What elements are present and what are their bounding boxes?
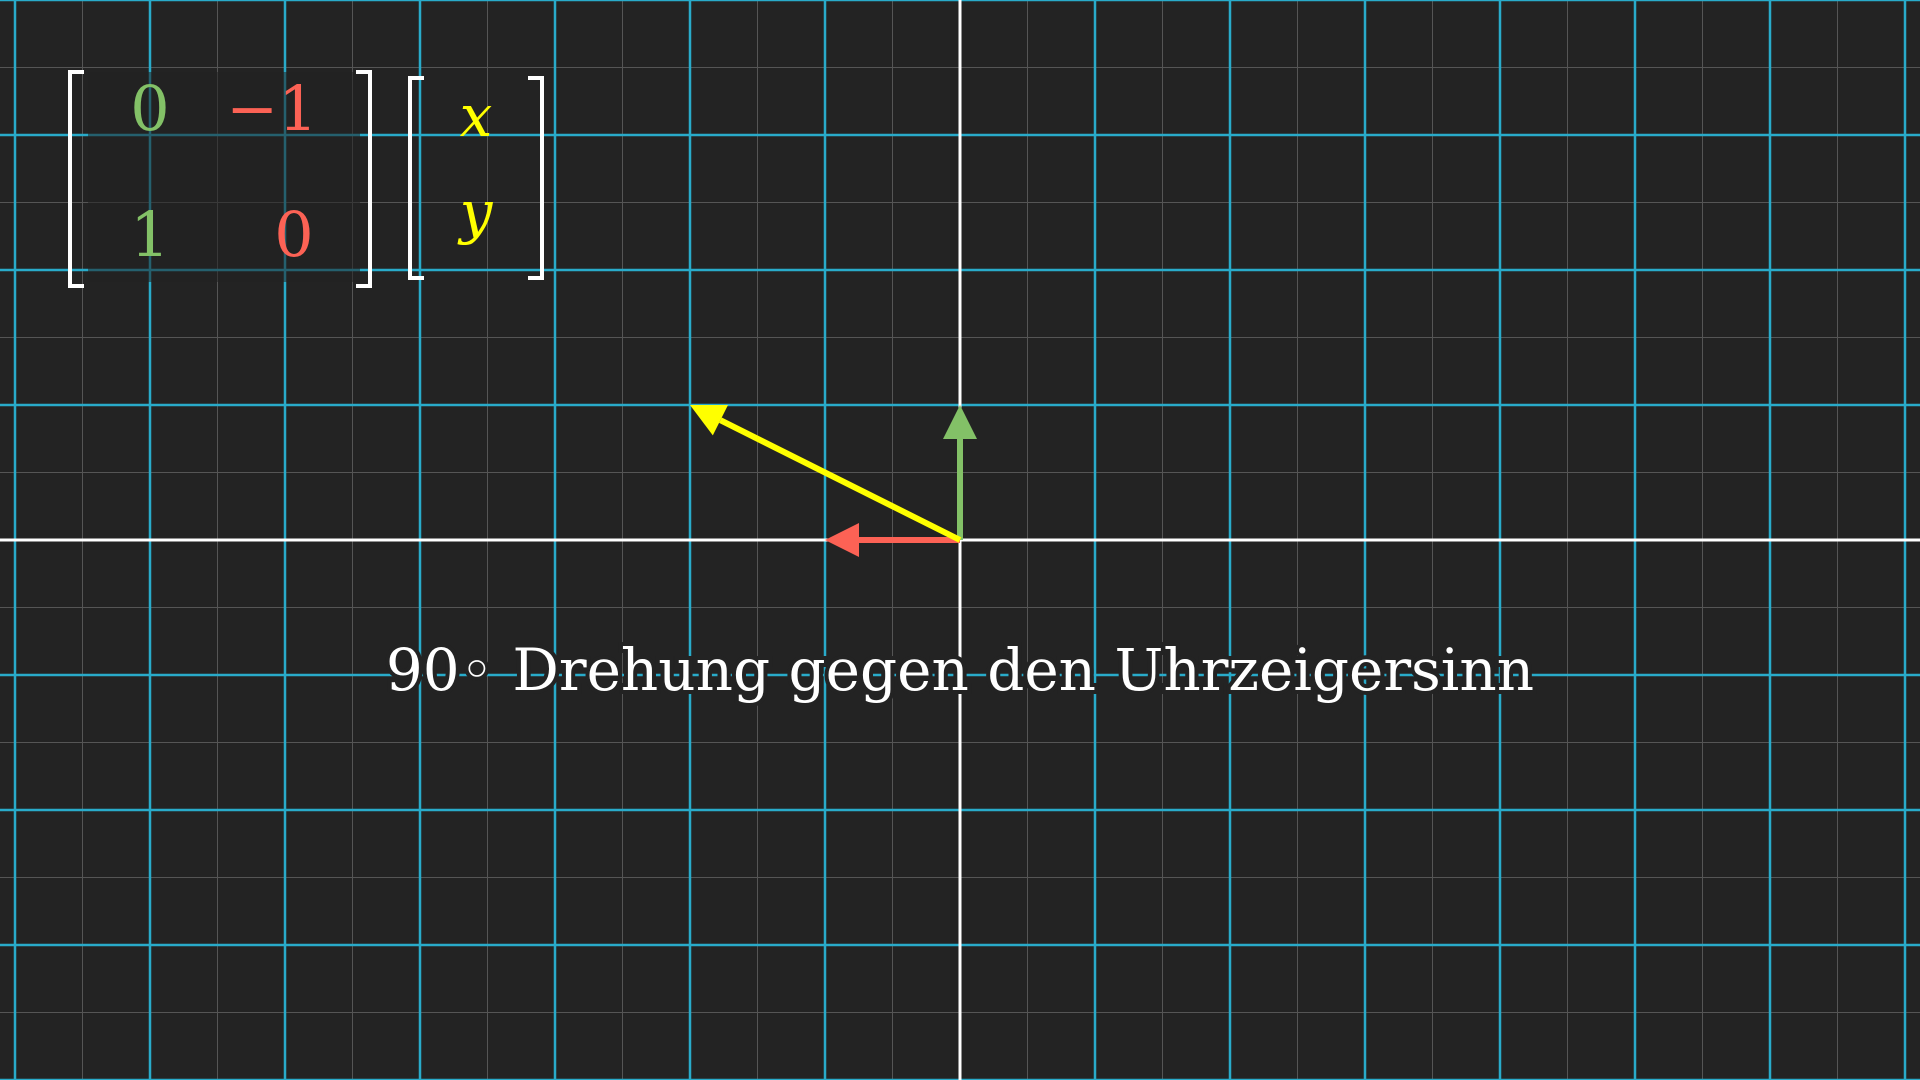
input-vector-shaft [719, 417, 962, 543]
vector-left-bracket [408, 76, 424, 280]
j-hat-tip [825, 523, 859, 557]
vector-right-bracket [528, 76, 544, 280]
vectors [690, 405, 977, 557]
i-hat-tip [943, 405, 977, 439]
input-vector-tip [690, 405, 729, 436]
matrix-entry-c: 1 [130, 198, 169, 271]
input-vector-arrow [690, 405, 962, 543]
vector-entry-y: y [457, 178, 494, 246]
matrix-entry-d: 0 [274, 198, 313, 271]
transformation-matrix: 0 −1 1 0 [68, 70, 372, 288]
j-hat-arrow [825, 523, 960, 557]
matrix-left-bracket [68, 70, 84, 288]
input-vector-column: x y [408, 76, 544, 280]
vector-entry-x: x [460, 82, 493, 150]
matrix-right-bracket [356, 70, 372, 288]
matrix-entry-b: −1 [226, 72, 317, 145]
i-hat-arrow [943, 405, 977, 540]
caption: 90◦ Drehung gegen den Uhrzeigersinn [386, 636, 1534, 704]
matrix-entry-a: 0 [130, 72, 169, 145]
